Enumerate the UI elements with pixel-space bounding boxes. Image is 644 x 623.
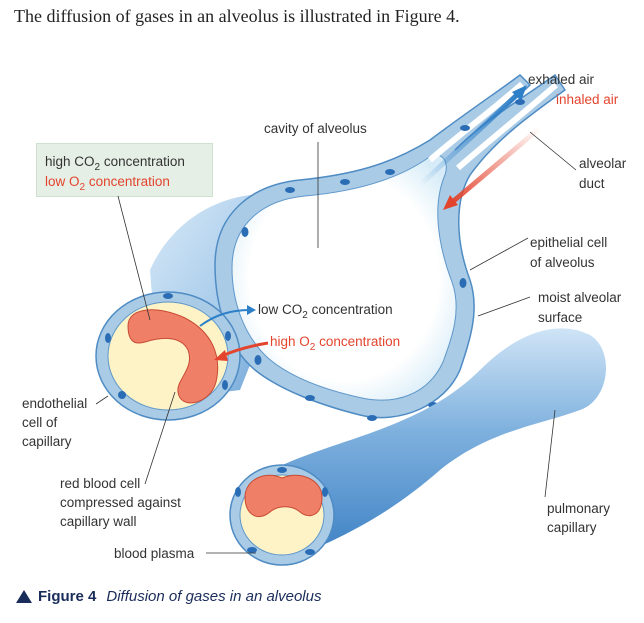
pulmonary-capillary-tube xyxy=(272,328,607,555)
label-inhaled-air: inhaled air xyxy=(556,92,619,107)
label-low-o2: low O2 concentration xyxy=(45,174,170,193)
inhaled-air-arrow xyxy=(448,126,542,206)
capillary-gas-key-box xyxy=(36,143,213,197)
label-rbc-line3: capillary wall xyxy=(60,514,137,529)
label-high-o2: high O2 concentration xyxy=(270,334,400,353)
figure-caption: Figure 4 Diffusion of gases in an alveol… xyxy=(16,588,322,605)
intro-text: The diffusion of gases in an alveolus is… xyxy=(14,6,460,26)
epithelial-nuclei xyxy=(241,99,525,421)
caption-title: Diffusion of gases in an alveolus xyxy=(106,588,322,605)
o2-diffusion-arrowhead xyxy=(214,350,228,361)
lower-red-blood-cell xyxy=(244,474,323,517)
alveolar-duct-lumen-right xyxy=(456,82,558,171)
label-rbc-line2: compressed against xyxy=(60,495,181,510)
label-alveolar-duct-line1: alveolar xyxy=(579,156,627,171)
label-alveolar-duct-line2: duct xyxy=(579,176,605,191)
label-cavity-of-alveolus: cavity of alveolus xyxy=(264,121,367,136)
exhaled-air-arrow xyxy=(418,90,522,187)
label-pulmonary-line1: pulmonary xyxy=(547,501,610,516)
lower-capillary-nuclei xyxy=(235,467,328,555)
label-high-co2: high CO2 concentration xyxy=(45,154,185,173)
exhaled-air-arrowhead xyxy=(512,85,527,101)
label-endothelial-line2: cell of xyxy=(22,415,58,430)
label-epithelial-line1: epithelial cell xyxy=(530,235,607,250)
caption-figure-number: Figure 4 xyxy=(38,588,97,605)
label-epithelial-line2: of alveolus xyxy=(530,255,595,270)
label-exhaled-air: exhaled air xyxy=(528,72,595,87)
upper-red-blood-cell xyxy=(127,309,219,404)
label-pulmonary-line2: capillary xyxy=(547,520,597,535)
label-rbc-line1: red blood cell xyxy=(60,476,140,491)
upper-capillary-nuclei xyxy=(105,293,231,399)
label-blood-plasma: blood plasma xyxy=(114,546,195,561)
label-moist-line1: moist alveolar xyxy=(538,290,622,305)
label-moist-line2: surface xyxy=(538,310,582,325)
inhaled-air-arrowhead xyxy=(443,195,458,210)
alveolus-cavity xyxy=(231,154,457,401)
co2-diffusion-arrow xyxy=(199,309,251,327)
label-endothelial-line1: endothelial xyxy=(22,396,87,411)
leader-lines xyxy=(95,131,577,554)
label-endothelial-line3: capillary xyxy=(22,434,72,449)
caption-triangle-icon xyxy=(16,590,32,603)
co2-diffusion-arrowhead xyxy=(247,305,256,315)
label-low-co2: low CO2 concentration xyxy=(258,302,393,321)
